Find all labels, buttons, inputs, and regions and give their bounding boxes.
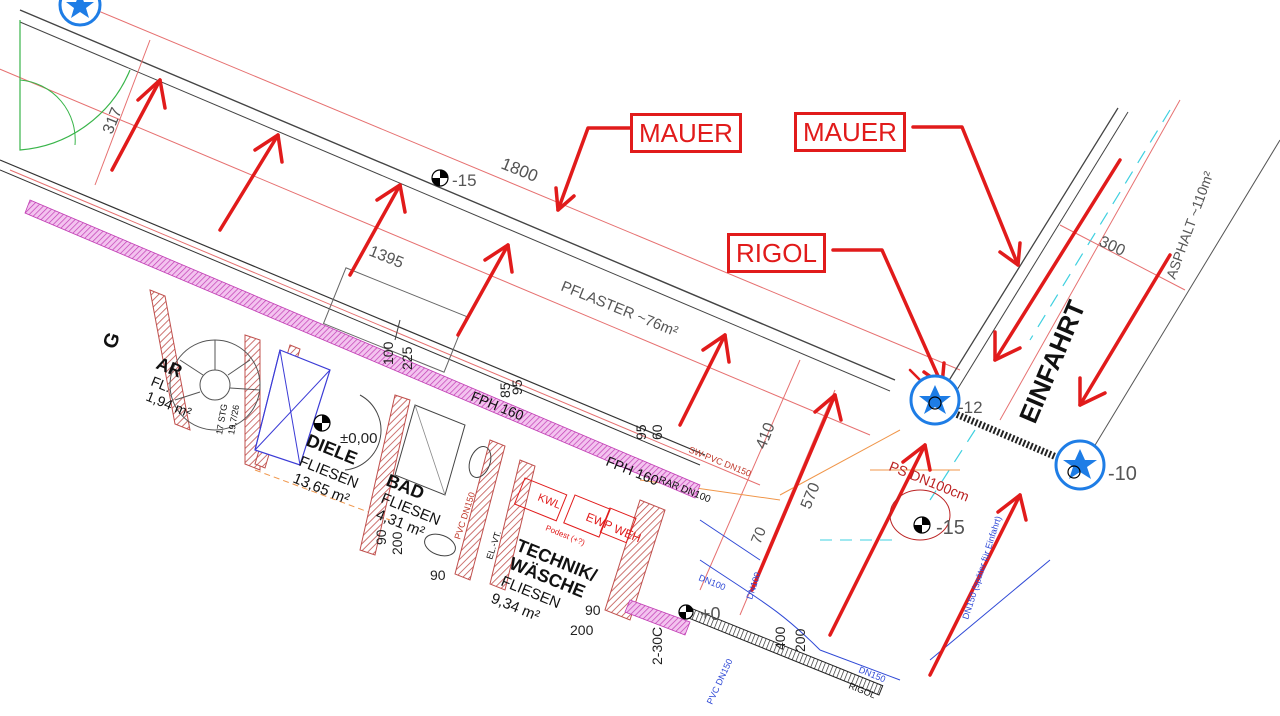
dim-90b: 90	[430, 567, 446, 583]
level-minus-15-a: -15	[452, 171, 477, 190]
callout-rigol-text: RIGOL	[736, 238, 817, 268]
dim-60: 60	[649, 424, 665, 440]
arrow-7	[828, 443, 932, 637]
label-dn100-b: DN100	[744, 571, 762, 601]
dim-570: 570	[798, 480, 824, 511]
linework-layer	[0, 0, 1280, 696]
level-minus-12: -12	[958, 398, 983, 417]
level-marker-4	[678, 604, 694, 620]
label-ewp: EWP	[584, 510, 615, 533]
level-marker-1	[431, 169, 449, 187]
label-pvc-dn150-b: PVC DN150	[705, 657, 735, 706]
level-marker-2	[313, 414, 331, 432]
drain-markers	[58, 0, 1106, 491]
callout-mauer-1-text: MAUER	[639, 118, 733, 148]
pflaster-label: PFLASTER ~76m²	[559, 278, 681, 340]
leader-mauer-2	[911, 125, 1022, 267]
label-swpvc: SW-PVC DN150	[687, 445, 752, 479]
dim-85: 85	[497, 382, 513, 398]
callout-rigol: RIGOL	[727, 233, 826, 273]
callout-mauer-2-text: MAUER	[803, 117, 897, 147]
dim-200b: 200	[570, 622, 594, 638]
dim-225: 225	[399, 346, 415, 370]
arrow-6	[750, 393, 843, 592]
arrow-5	[678, 333, 731, 427]
label-dn100-a: DN100	[697, 573, 727, 593]
arrow-10	[1078, 253, 1172, 407]
level-plus-0: +0	[700, 604, 721, 624]
callout-mauer-2: MAUER	[794, 112, 906, 152]
asphalt-label: ASPHALT ~110m²	[1163, 169, 1217, 281]
arrow-9	[993, 158, 1122, 362]
arrow-3	[348, 183, 407, 277]
arrow-2	[218, 133, 284, 232]
dim-300: 300	[1096, 233, 1127, 260]
level-0-00: ±0,00	[340, 430, 377, 447]
level-marker-3	[913, 516, 931, 534]
level-minus-10: -10	[1108, 463, 1137, 485]
dim-400: 400	[772, 626, 788, 650]
dim-230: 2-30C	[649, 627, 665, 665]
star-marker-top-left-icon	[58, 0, 102, 27]
label-kwl: KWL	[536, 492, 563, 512]
star-marker-rigol-icon	[909, 374, 961, 426]
slope-arrows	[110, 78, 1172, 677]
label-podest: Podest (+?)	[544, 524, 586, 548]
dim-410: 410	[753, 420, 779, 451]
room-left-fragment: G	[99, 330, 125, 352]
leader-mauer-1	[554, 126, 632, 212]
dim-70: 70	[748, 525, 770, 547]
dim-200a: 200	[389, 531, 405, 555]
dim-90a: 90	[373, 529, 389, 545]
level-minus-15-b: -15	[936, 517, 965, 539]
arrow-1	[110, 78, 167, 172]
arrow-8	[928, 493, 1028, 677]
level-markers	[313, 169, 951, 620]
room-ar-floor: FL.	[149, 373, 174, 395]
dim-95a: 95	[509, 379, 525, 395]
dim-100: 100	[380, 341, 396, 365]
dim-1800: 1800	[499, 154, 541, 186]
dim-200c: 200	[792, 628, 808, 652]
callout-mauer-1: MAUER	[630, 113, 742, 153]
house-walls	[24, 199, 701, 636]
arrow-4	[456, 243, 514, 337]
dim-95b: 95	[633, 424, 649, 440]
dim-90c: 90	[585, 602, 601, 618]
dim-1395: 1395	[367, 243, 406, 272]
star-marker-right-icon	[1054, 439, 1106, 491]
leader-rigol	[831, 248, 946, 387]
